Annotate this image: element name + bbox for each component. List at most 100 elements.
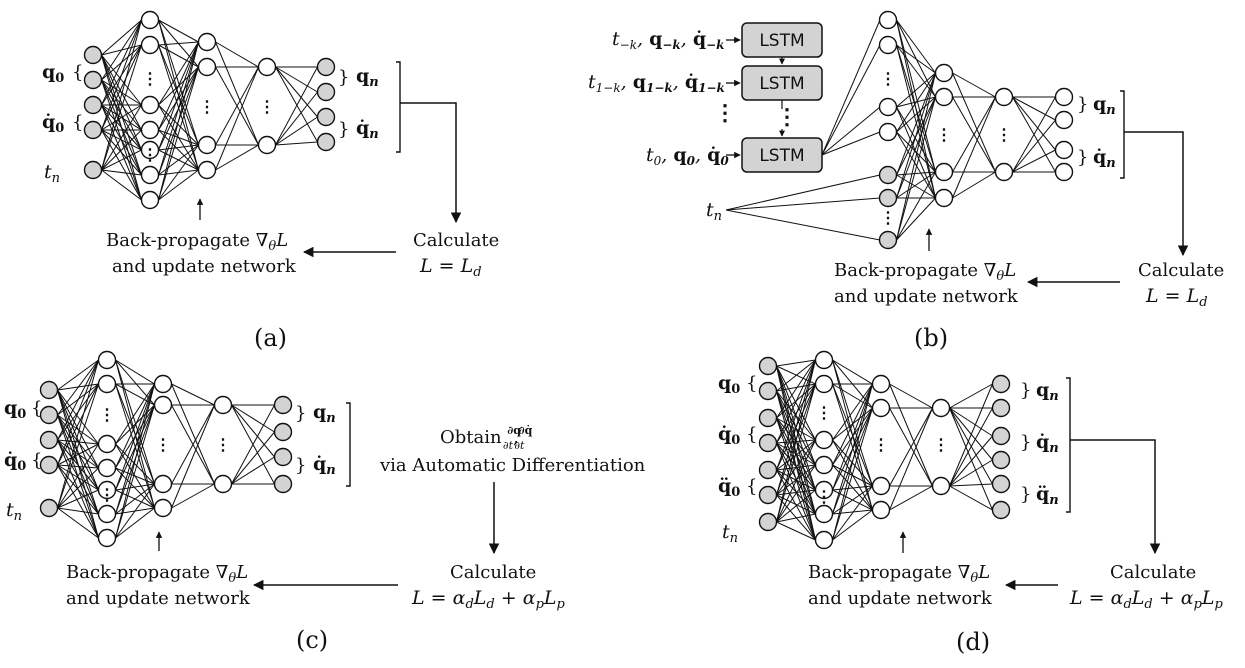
input-node	[758, 381, 778, 401]
edge	[171, 483, 215, 509]
neuron-node	[878, 97, 898, 117]
input-node	[39, 405, 59, 425]
input-node	[39, 380, 59, 400]
neuron-node	[140, 120, 160, 140]
output-label-qdotn-c: q̇n	[313, 453, 336, 478]
neuron-node	[934, 188, 954, 208]
edge	[275, 66, 318, 146]
edge	[896, 72, 936, 241]
edge	[57, 464, 99, 491]
edge	[776, 359, 816, 392]
edge	[215, 41, 259, 146]
edge	[832, 383, 873, 441]
edge	[158, 41, 199, 131]
edge	[101, 129, 142, 171]
input-node	[39, 455, 59, 475]
input-node	[83, 45, 103, 65]
edge	[896, 72, 936, 176]
network-d: ⋮⋮⋮⋮	[758, 350, 1011, 550]
edge	[725, 209, 881, 241]
edge	[115, 404, 155, 539]
edge	[158, 19, 199, 43]
time-input-label-b: tn	[706, 199, 722, 224]
neuron-node	[153, 498, 173, 518]
network-c: ⋮⋮⋮⋮	[39, 350, 293, 548]
edge	[896, 171, 936, 176]
input-node	[758, 356, 778, 376]
neuron-node	[934, 162, 954, 182]
lstm-label-1: LSTM	[759, 31, 804, 51]
neuron-node	[878, 35, 898, 55]
edge	[275, 141, 318, 146]
edge	[115, 383, 155, 515]
edge	[832, 383, 873, 491]
nodes	[83, 10, 336, 210]
loss-formula-c: L = αdLd + αpLp	[411, 587, 566, 612]
nodes	[758, 350, 1011, 550]
update-label-b: and update network	[834, 286, 1019, 307]
input-node	[273, 395, 293, 415]
calc-label-a: Calculate	[413, 230, 499, 251]
edge	[57, 383, 99, 509]
input-brace-qdot0-d: {	[746, 424, 757, 445]
edge	[101, 79, 142, 106]
input-node	[316, 107, 336, 127]
neuron-node	[140, 190, 160, 210]
edge	[101, 169, 142, 201]
edge	[101, 104, 142, 131]
edge	[776, 521, 816, 541]
neuron-node	[871, 500, 891, 520]
neuron-node	[878, 122, 898, 142]
input-node	[991, 426, 1011, 446]
edges	[725, 19, 1056, 241]
edge	[158, 144, 199, 176]
neuron-node	[814, 350, 834, 370]
neuron-node	[153, 395, 173, 415]
neuron-node	[1054, 140, 1074, 160]
edge	[949, 483, 993, 487]
neuron-node	[814, 430, 834, 450]
edge	[896, 72, 936, 133]
input-node	[83, 160, 103, 180]
ellipsis-dots: ⋮	[155, 435, 171, 454]
lstm-input-1: t−k, q−k, q̇−k	[612, 28, 725, 52]
edge	[1012, 96, 1056, 121]
neuron-node	[140, 10, 160, 30]
edges	[101, 19, 318, 201]
input-node	[878, 230, 898, 250]
edge	[115, 383, 155, 445]
edge	[776, 439, 816, 523]
neuron-node	[994, 162, 1014, 182]
neuron-node	[871, 398, 891, 418]
edge	[231, 404, 275, 458]
input-node	[316, 82, 336, 102]
edges	[776, 359, 993, 541]
neuron-node	[1054, 87, 1074, 107]
edge	[896, 44, 936, 74]
edge	[158, 41, 199, 106]
edge	[896, 131, 936, 173]
edge	[57, 414, 99, 445]
edge	[231, 431, 275, 485]
edge	[896, 44, 936, 98]
edge	[57, 443, 99, 466]
neuron-node	[97, 350, 117, 370]
panel-b: LSTM LSTM LSTM ⋮ t−k, q−k, q̇−k t1−k, q1…	[588, 22, 1224, 352]
neuron-node	[97, 504, 117, 524]
edge	[101, 19, 142, 81]
edge	[57, 359, 99, 391]
input-label-qdot0-d: q̇0	[718, 423, 740, 448]
edge	[889, 383, 933, 487]
ellipsis-dots: ⋮	[816, 487, 832, 506]
edge	[215, 144, 259, 171]
edge	[101, 129, 142, 151]
edge	[896, 72, 936, 199]
loss-formula-d: L = αdLd + αpLp	[1069, 587, 1224, 612]
edge	[158, 41, 199, 46]
edge	[115, 383, 155, 485]
neuron-node	[153, 474, 173, 494]
edge	[57, 359, 99, 466]
input-label-qdot0: q̇0	[42, 111, 64, 136]
edge	[158, 19, 199, 146]
edge	[949, 407, 993, 437]
